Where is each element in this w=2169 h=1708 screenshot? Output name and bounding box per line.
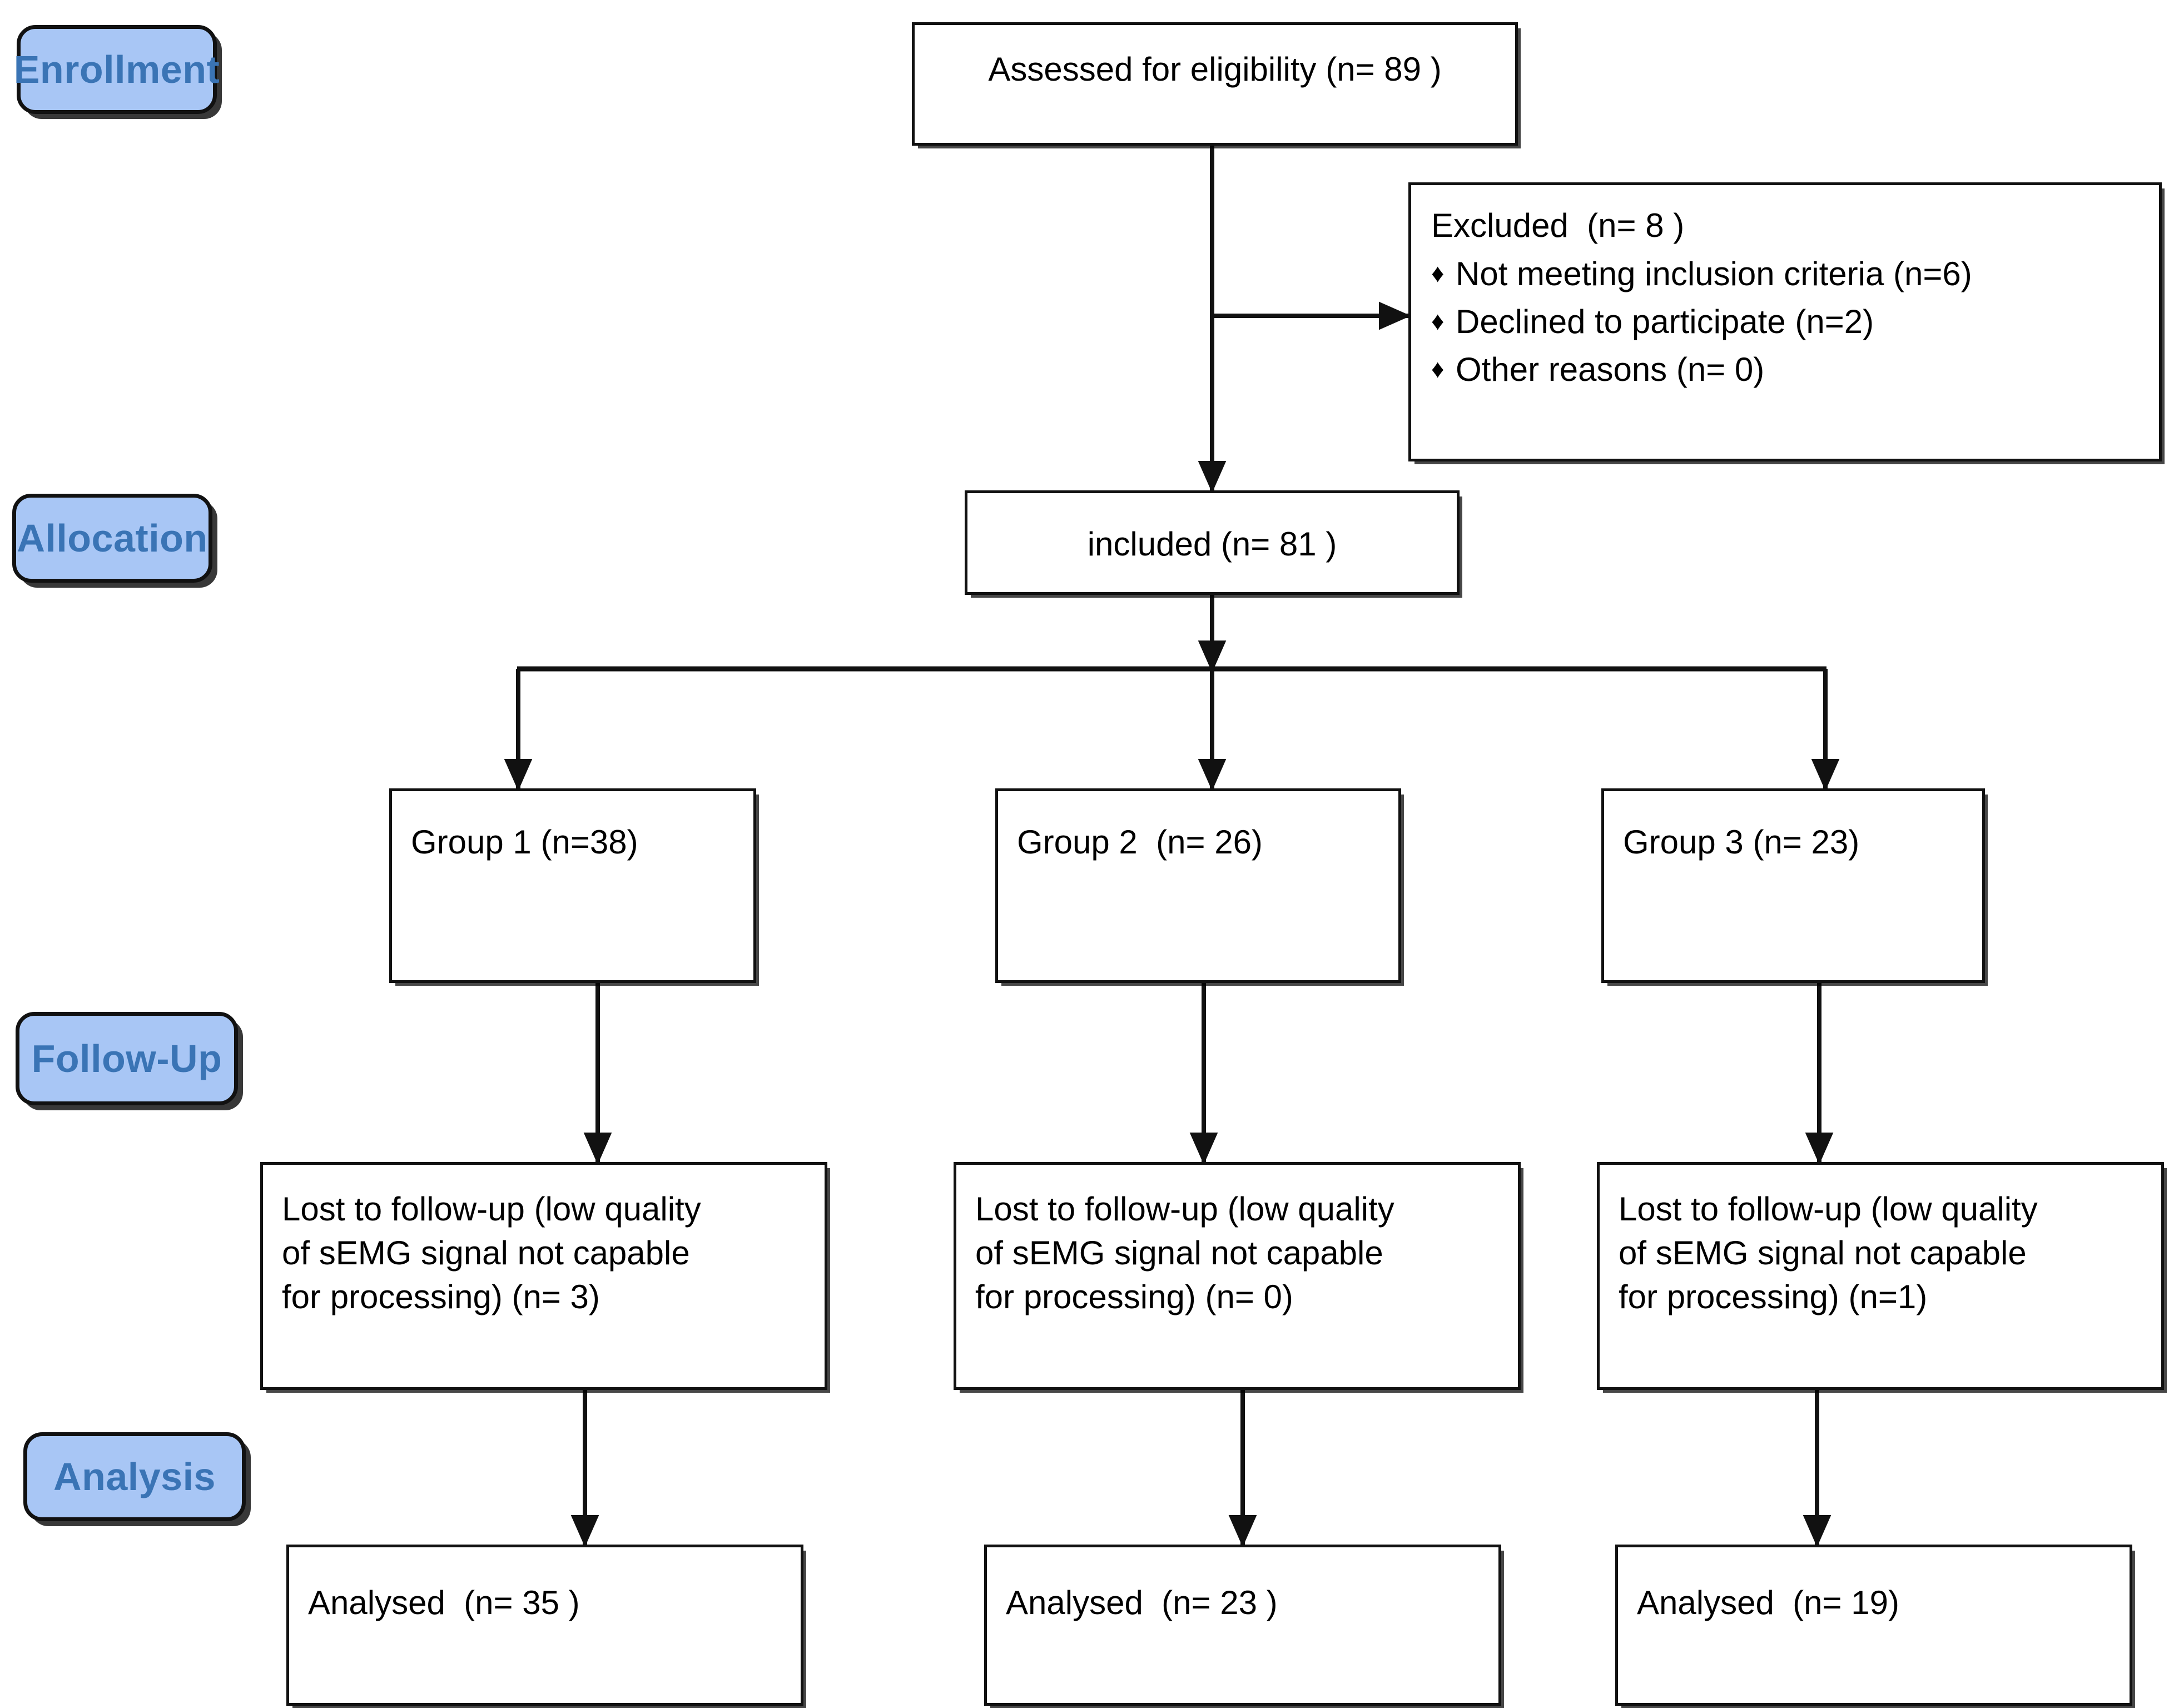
box-lost-to-follow-up-2-text: Lost to follow-up (low quality of sEMG s… (975, 1190, 1394, 1316)
box-lost-to-follow-up-3[interactable]: Lost to follow-up (low quality of sEMG s… (1597, 1162, 2164, 1390)
box-lost-to-follow-up-1-text: Lost to follow-up (low quality of sEMG s… (282, 1190, 701, 1316)
box-analysed-3-text: Analysed (n= 19) (1637, 1584, 1899, 1621)
box-lost-to-follow-up-1[interactable]: Lost to follow-up (low quality of sEMG s… (260, 1162, 827, 1390)
excluded-reason-item: ♦ Other reasons (n= 0) (1431, 353, 2150, 386)
box-lost-to-follow-up-2[interactable]: Lost to follow-up (low quality of sEMG s… (954, 1162, 1521, 1390)
box-lost-to-follow-up-3-text: Lost to follow-up (low quality of sEMG s… (1619, 1190, 2038, 1316)
stage-badge-allocation[interactable]: Allocation (12, 494, 212, 583)
box-analysed-3[interactable]: Analysed (n= 19) (1615, 1545, 2132, 1706)
excluded-heading: Excluded (n= 8 ) (1431, 207, 1685, 244)
box-analysed-2-text: Analysed (n= 23 ) (1006, 1584, 1278, 1621)
stage-badge-analysis[interactable]: Analysis (23, 1432, 246, 1521)
diamond-bullet-icon: ♦ (1431, 354, 1445, 383)
box-assessed-text: Assessed for eligibility (n= 89 ) (988, 51, 1442, 88)
diamond-bullet-icon: ♦ (1431, 259, 1445, 287)
stage-label-allocation: Allocation (17, 517, 208, 560)
stage-label-follow-up: Follow-Up (31, 1037, 222, 1080)
box-group-1[interactable]: Group 1 (n=38) (389, 788, 756, 983)
box-included-text: included (n= 81 ) (1087, 525, 1337, 563)
diamond-bullet-icon: ♦ (1431, 306, 1445, 335)
box-analysed-1[interactable]: Analysed (n= 35 ) (286, 1545, 803, 1706)
box-excluded[interactable]: Excluded (n= 8 ) ♦ Not meeting inclusion… (1408, 182, 2162, 461)
box-group-2[interactable]: Group 2 (n= 26) (995, 788, 1401, 983)
stage-label-enrollment: Enrollment (13, 48, 220, 91)
stage-badge-follow-up[interactable]: Follow-Up (16, 1012, 238, 1105)
excluded-reason-item: ♦ Not meeting inclusion criteria (n=6) (1431, 257, 2150, 291)
box-assessed-for-eligibility[interactable]: Assessed for eligibility (n= 89 ) (912, 22, 1518, 146)
box-analysed-1-text: Analysed (n= 35 ) (308, 1584, 580, 1621)
box-group-2-text: Group 2 (n= 26) (1017, 823, 1263, 861)
excluded-reason-text: Other reasons (n= 0) (1456, 351, 1765, 388)
box-included[interactable]: included (n= 81 ) (965, 490, 1460, 595)
stage-badge-enrollment[interactable]: Enrollment (13, 25, 220, 114)
excluded-reason-list: ♦ Not meeting inclusion criteria (n=6) ♦… (1431, 257, 2150, 401)
excluded-reason-text: Not meeting inclusion criteria (n=6) (1456, 255, 1972, 292)
box-group-1-text: Group 1 (n=38) (411, 823, 638, 861)
box-analysed-2[interactable]: Analysed (n= 23 ) (984, 1545, 1501, 1706)
box-group-3-text: Group 3 (n= 23) (1623, 823, 1860, 861)
excluded-reason-item: ♦ Declined to participate (n=2) (1431, 305, 2150, 339)
box-group-3[interactable]: Group 3 (n= 23) (1601, 788, 1985, 983)
excluded-reason-text: Declined to participate (n=2) (1456, 303, 1874, 340)
stage-label-analysis: Analysis (53, 1455, 216, 1498)
